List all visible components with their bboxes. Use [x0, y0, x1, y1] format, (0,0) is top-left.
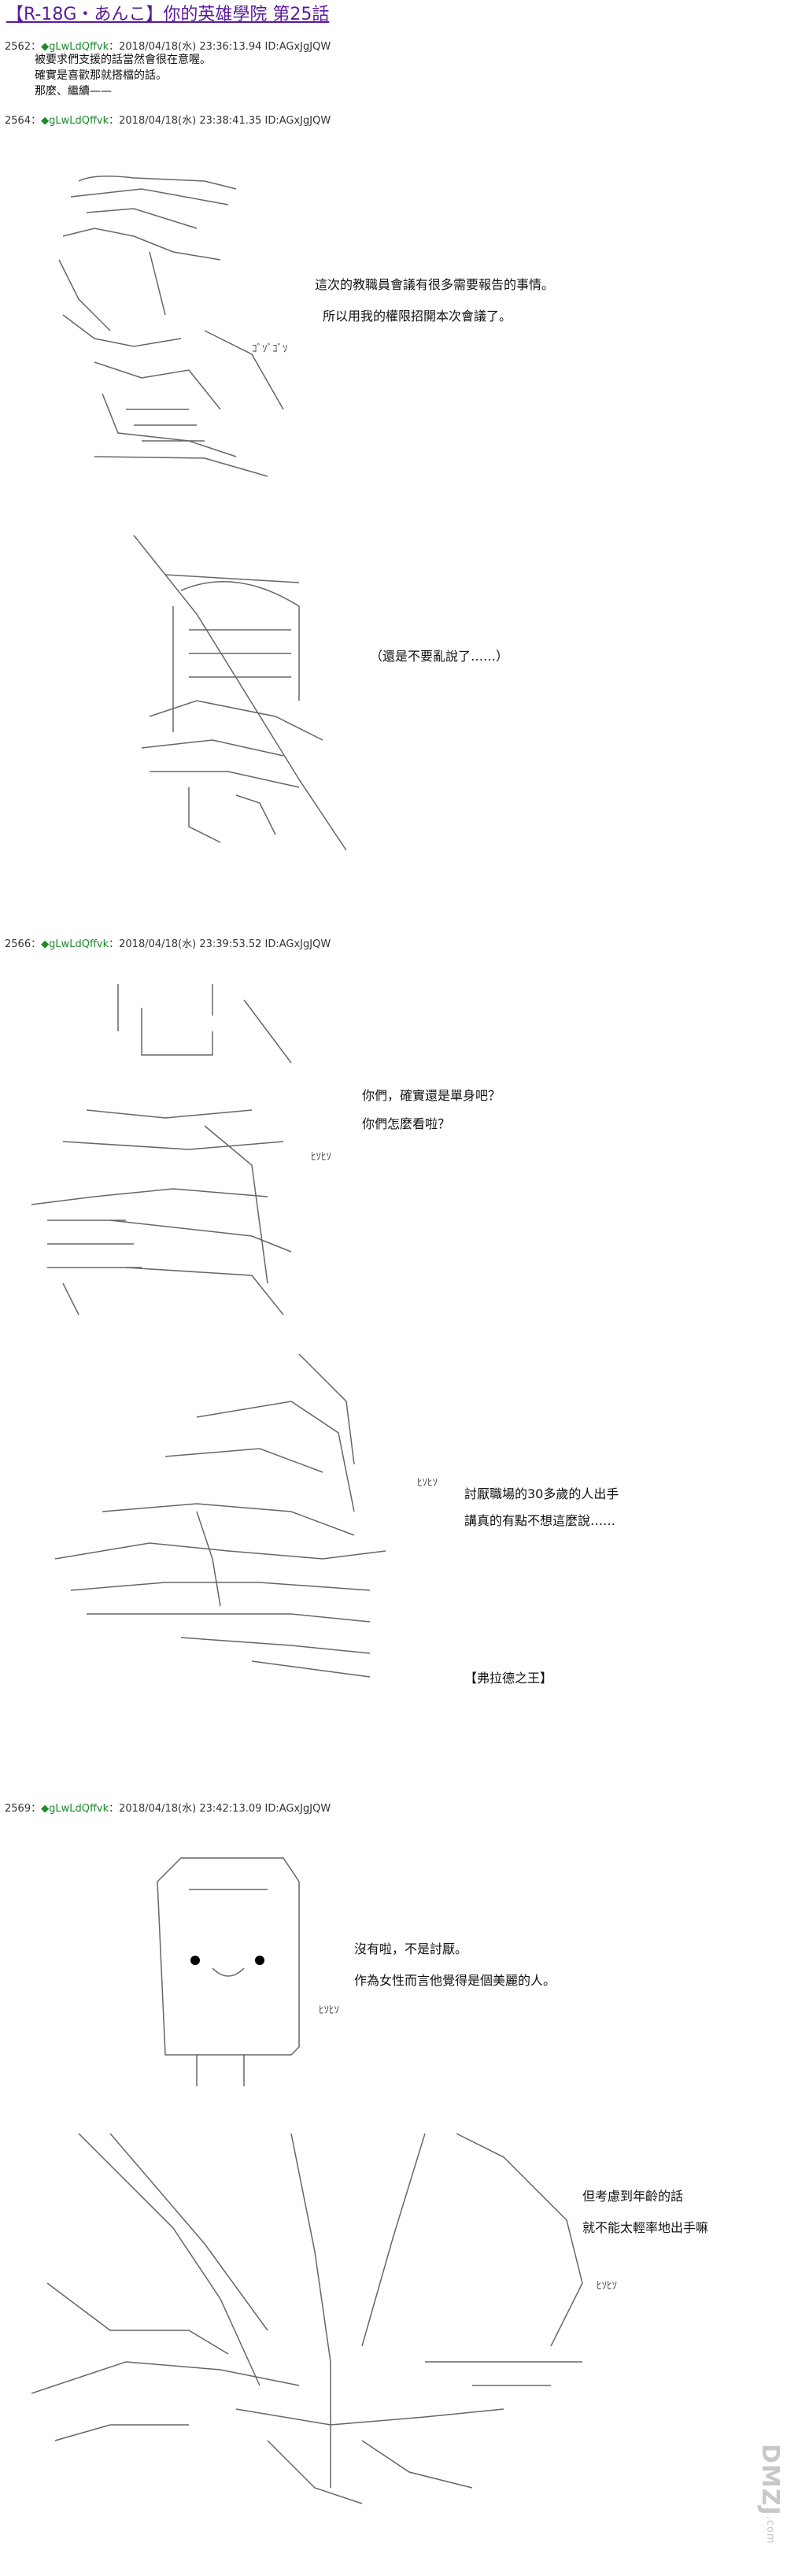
post-line: 被要求們支援的話當然會很在意喔。 — [35, 54, 211, 66]
sound-effect: ｺﾞｿﾞｺﾞｿ — [252, 343, 288, 355]
post-number: 2562： — [5, 41, 42, 53]
poster-name[interactable]: ◆gLwLdQffvk — [41, 115, 109, 127]
message-line: 討厭職場的30多歲的人出手 — [464, 1486, 619, 1501]
post-line: 確實是喜歡那就搭檔的話。 — [35, 69, 167, 82]
ascii-art-block-face — [142, 1850, 331, 2086]
poster-name[interactable]: ◆gLwLdQffvk — [41, 1803, 109, 1815]
poster-name[interactable]: ◆gLwLdQffvk — [41, 41, 109, 53]
post-body-2562: 被要求們支援的話當然會很在意喔。 確實是喜歡那就搭檔的話。 那麼、繼續—— — [35, 52, 211, 99]
sound-effect: ﾋｿﾋｿ — [319, 2004, 339, 2016]
site-watermark: DMZJ.com — [756, 2444, 784, 2545]
post-number: 2564： — [5, 115, 42, 127]
sound-effect: ﾋｿﾋｿ — [417, 1477, 438, 1489]
poster-name[interactable]: ◆gLwLdQffvk — [41, 938, 109, 950]
message-line: （還是不要亂說了……） — [370, 649, 509, 664]
ascii-art-duo — [31, 984, 331, 1315]
watermark-main: DMZJ — [756, 2444, 784, 2517]
post-header-2562: 2562：◆gLwLdQffvk：2018/04/18(水) 23:36:13.… — [5, 38, 331, 53]
post-meta: ：2018/04/18(水) 23:36:13.94 ID:AGxJgJQW — [109, 41, 331, 53]
ascii-art-staff-figure — [118, 535, 370, 850]
message-line: 這次的教職員會議有很多需要報告的事情。 — [315, 277, 555, 292]
sound-effect: ﾋｿﾋｿ — [311, 1151, 331, 1163]
sound-effect: ﾋｿﾋｿ — [597, 2280, 617, 2292]
message-line: 講真的有點不想這麼說…… — [464, 1513, 616, 1528]
message-line: 所以用我的權限招開本次會議了。 — [323, 309, 512, 324]
message-line: 就不能太輕率地出手嘛 — [582, 2220, 709, 2235]
message-line: 【弗拉德之王】 — [464, 1671, 553, 1686]
ascii-art-vampire-king — [55, 1354, 401, 1685]
watermark-sub: .com — [764, 2516, 776, 2545]
post-meta: ：2018/04/18(水) 23:38:41.35 ID:AGxJgJQW — [109, 115, 331, 127]
post-meta: ：2018/04/18(水) 23:42:13.09 ID:AGxJgJQW — [109, 1803, 331, 1815]
post-line: 那麼、繼續—— — [35, 85, 112, 98]
message-line: 但考慮到年齡的話 — [582, 2189, 684, 2204]
ascii-art-winged-figure — [31, 2126, 598, 2519]
post-header-2569: 2569：◆gLwLdQffvk：2018/04/18(水) 23:42:13.… — [5, 1800, 331, 1815]
post-number: 2569： — [5, 1803, 42, 1815]
message-line: 沒有啦，不是討厭。 — [354, 1941, 468, 1956]
message-line: 你們怎麼看啦？ — [362, 1116, 451, 1131]
thread-title[interactable]: 【R-18G・あんこ】你的英雄學院 第25話 — [6, 5, 330, 24]
post-header-2566: 2566：◆gLwLdQffvk：2018/04/18(水) 23:39:53.… — [5, 935, 331, 950]
post-number: 2566： — [5, 938, 42, 950]
post-meta: ：2018/04/18(水) 23:39:53.52 ID:AGxJgJQW — [109, 938, 331, 950]
message-line: 作為女性而言他覺得是個美麗的人。 — [354, 1973, 556, 1988]
post-header-2564: 2564：◆gLwLdQffvk：2018/04/18(水) 23:38:41.… — [5, 112, 331, 127]
message-line: 你們，確實還是單身吧？ — [362, 1088, 501, 1103]
ascii-art-teacher — [47, 173, 299, 488]
